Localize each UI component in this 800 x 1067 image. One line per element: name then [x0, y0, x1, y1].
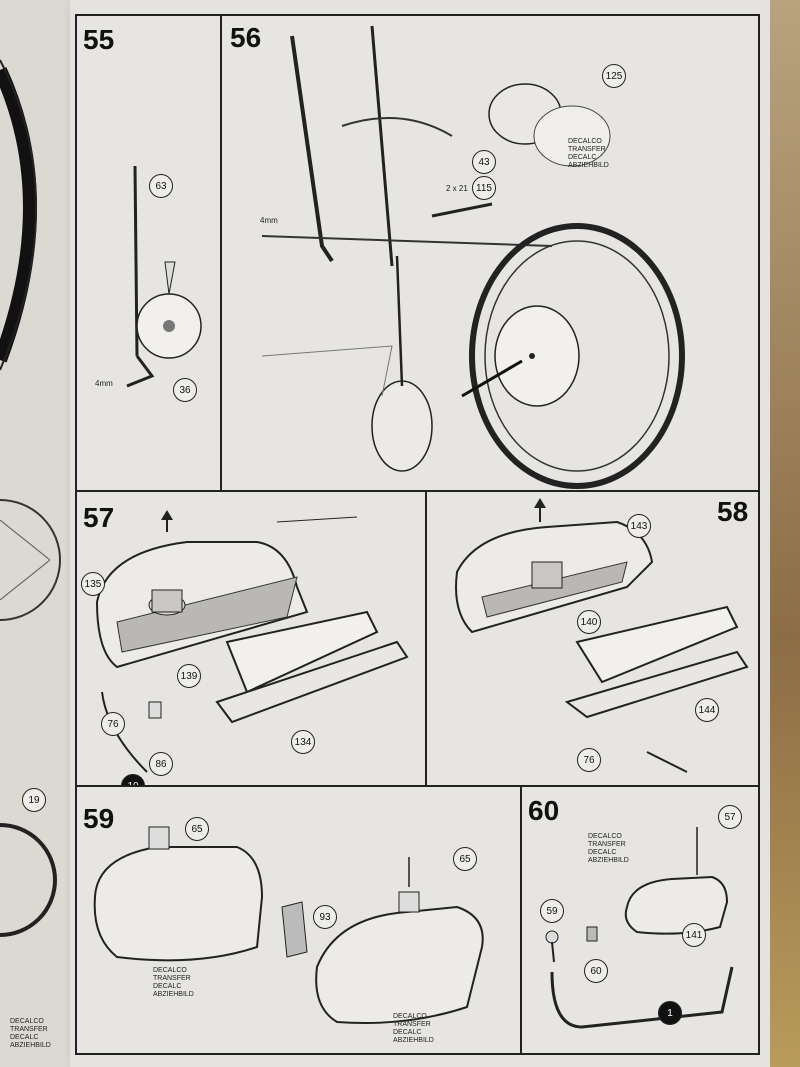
callout-57: 57 — [718, 805, 742, 829]
left-callout-19: 19 — [22, 788, 46, 812]
step-59-panel: 59 65 93 65 DECALCO TRANSFER DECALC ABZI… — [75, 785, 525, 1055]
step-56-drawing — [261, 25, 685, 489]
step-60-panel: 60 57 59 60 141 1 DECALCO TRANSFER DECAL… — [520, 785, 760, 1055]
callout-93: 93 — [313, 905, 337, 929]
callout-135: 135 — [81, 572, 105, 596]
callout-63: 63 — [149, 174, 173, 198]
step-56-number: 56 — [230, 22, 262, 53]
step-60-number: 60 — [528, 795, 560, 826]
step-57-number: 57 — [83, 502, 115, 533]
step-58-drawing — [455, 498, 749, 773]
step-59-decal-label-2: DECALCO TRANSFER DECALC ABZIEHBILD — [393, 1013, 434, 1044]
step-55-panel: 55 4mm 63 36 — [75, 14, 225, 494]
callout-141: 141 — [682, 923, 706, 947]
callout-115: 115 — [472, 176, 496, 200]
step-55-number: 55 — [83, 24, 115, 55]
step-60-decal-label: DECALCO TRANSFER DECALC ABZIEHBILD — [588, 833, 629, 864]
callout-125: 125 — [602, 64, 626, 88]
step-56-decal-label: DECALCO TRANSFER DECALC ABZIEHBILD — [568, 138, 609, 169]
callout-65: 65 — [185, 817, 209, 841]
step-56-pin-size: 2 x 21 — [446, 184, 468, 193]
step-55-drawing: 4mm — [95, 165, 202, 388]
left-decal-label: DECALCO TRANSFER DECALC ABZIEHBILD — [10, 1018, 51, 1049]
callout-134: 134 — [291, 730, 315, 754]
left-page-wheel-drawings — [0, 59, 61, 937]
step-57-drawing — [95, 510, 409, 773]
step-59-number: 59 — [83, 803, 115, 834]
step-57-panel: 57 135 139 134 76 86 10 — [75, 490, 430, 790]
callout-60: 60 — [584, 959, 608, 983]
callout-76-b: 76 — [577, 748, 601, 772]
callout-59: 59 — [540, 899, 564, 923]
step-56-panel: 56 125 43 115 4mm 2 x 21 DECALCO TRANSFE… — [220, 14, 760, 494]
callout-43: 43 — [472, 150, 496, 174]
callout-65-b: 65 — [453, 847, 477, 871]
callout-144: 144 — [695, 698, 719, 722]
callout-36: 36 — [173, 378, 197, 402]
step-56-bolt-size: 4mm — [260, 216, 278, 225]
callout-139: 139 — [177, 664, 201, 688]
step-59-decal-label-1: DECALCO TRANSFER DECALC ABZIEHBILD — [153, 967, 194, 998]
callout-1: 1 — [658, 1001, 682, 1025]
instruction-page: 55 4mm 63 36 56 — [70, 0, 770, 1067]
callout-86: 86 — [149, 752, 173, 776]
step-58-panel: 58 143 140 144 76 — [425, 490, 760, 790]
callout-76: 76 — [101, 712, 125, 736]
svg-text:4mm: 4mm — [95, 379, 113, 388]
step-59-drawing — [93, 826, 484, 1024]
step-60-drawing — [545, 827, 734, 1029]
callout-140: 140 — [577, 610, 601, 634]
callout-143: 143 — [627, 514, 651, 538]
step-58-number: 58 — [717, 496, 749, 527]
left-page: 19 DECALCO TRANSFER DECALC ABZIEHBILD — [0, 0, 81, 1067]
background-right — [770, 0, 800, 1067]
